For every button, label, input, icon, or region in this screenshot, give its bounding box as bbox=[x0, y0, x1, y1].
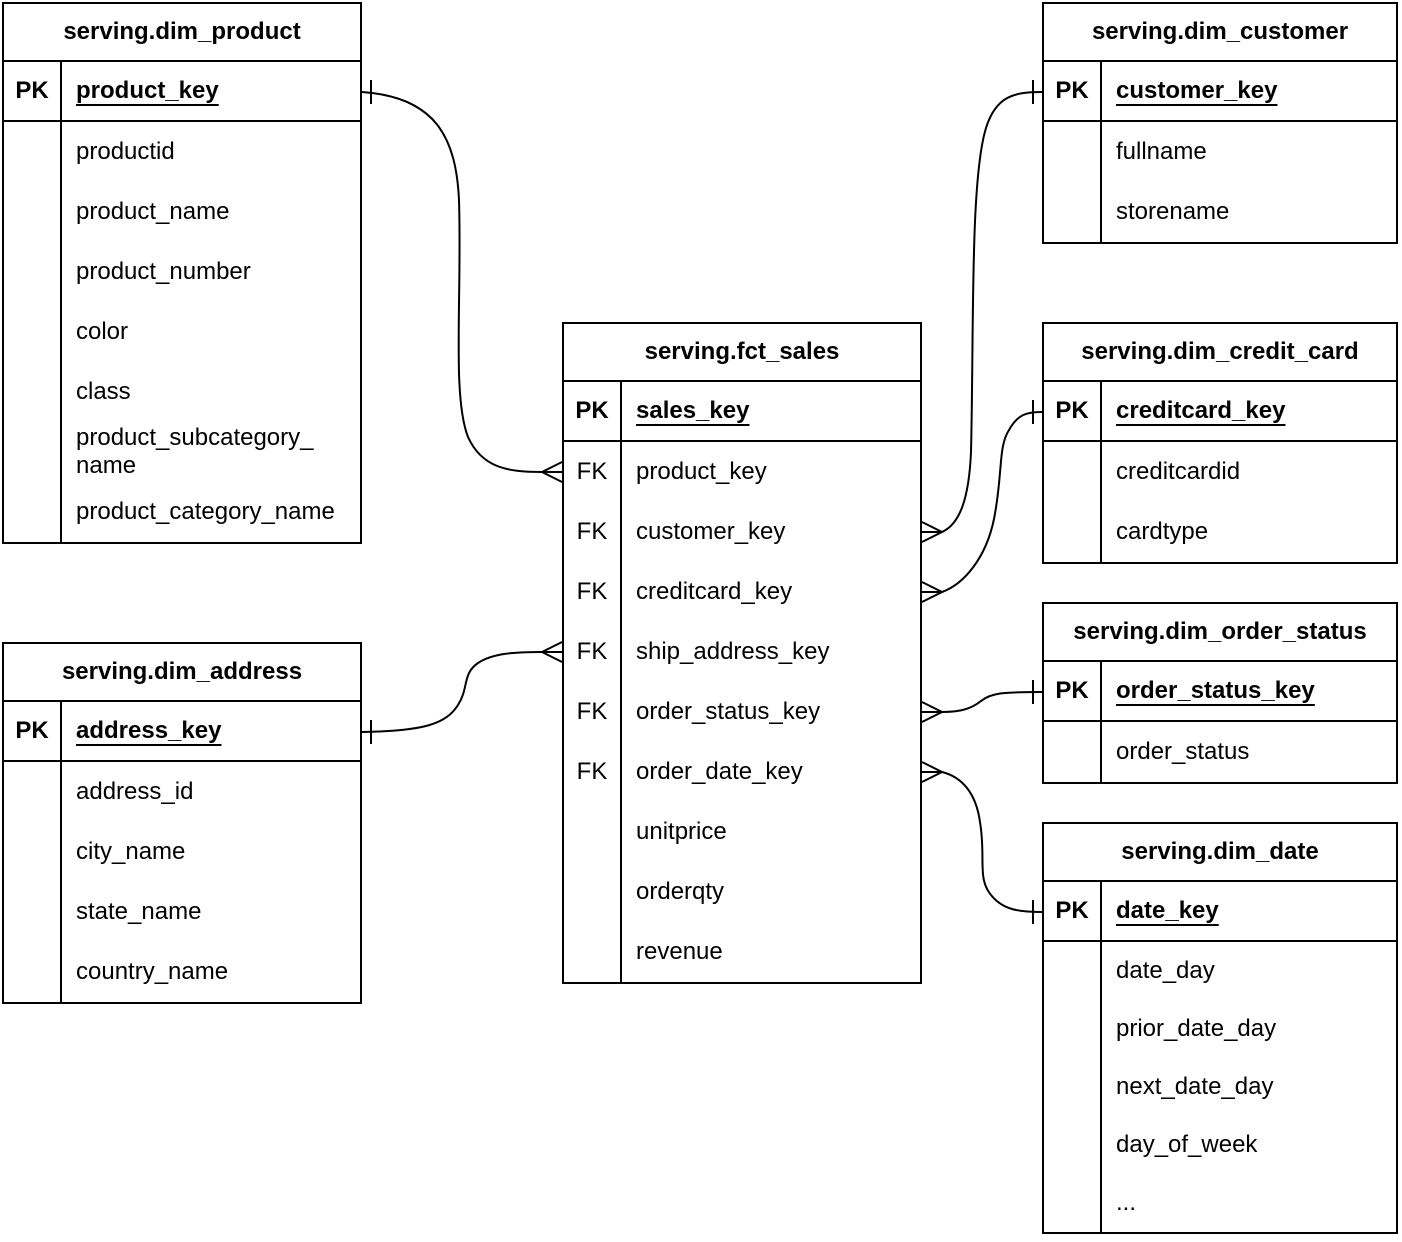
fk-tag: FK bbox=[576, 578, 608, 605]
pk-tag: PK bbox=[4, 62, 62, 120]
pk-tag: PK bbox=[1044, 62, 1102, 120]
table-title: serving.dim_credit_card bbox=[1044, 324, 1396, 382]
pk-tag: PK bbox=[1044, 882, 1102, 940]
fk-tag: FK bbox=[576, 758, 608, 785]
pk-row: PK date_key bbox=[1044, 882, 1396, 942]
table-title: serving.dim_customer bbox=[1044, 4, 1396, 62]
pk-row: PK product_key bbox=[4, 62, 360, 122]
column-prior-date-day: prior_date_day bbox=[1116, 1015, 1277, 1042]
column-product-name: product_name bbox=[76, 198, 230, 225]
column-state-name: state_name bbox=[76, 898, 202, 925]
fk-tag: FK bbox=[576, 638, 608, 665]
column-orderqty: orderqty bbox=[636, 878, 725, 905]
column-productid: productid bbox=[76, 138, 175, 165]
crow-foot-many-icon bbox=[921, 521, 945, 543]
column-storename: storename bbox=[1116, 198, 1230, 225]
table-title: serving.dim_address bbox=[4, 644, 360, 702]
column-revenue: revenue bbox=[636, 938, 723, 965]
column-order-status-key: order_status_key bbox=[636, 698, 821, 725]
relationship-order-date-key bbox=[921, 761, 1043, 924]
pk-column-name: order_status_key bbox=[1116, 677, 1315, 704]
relationship-line bbox=[361, 651, 543, 733]
column-address-id: address_id bbox=[76, 778, 194, 805]
column-unitprice: unitprice bbox=[636, 818, 727, 845]
column-date-day: date_day bbox=[1116, 957, 1215, 984]
key-tag-column: FK FK FK FK FK FK bbox=[564, 442, 622, 982]
column-product-subcategory-name: product_subcategory_name bbox=[76, 424, 314, 479]
pk-column-name: product_key bbox=[76, 77, 219, 104]
column-order-status: order_status bbox=[1116, 738, 1250, 765]
pk-tag: PK bbox=[4, 702, 62, 760]
crow-foot-many-icon bbox=[539, 461, 563, 483]
relationship-line bbox=[941, 771, 1043, 913]
table-title: serving.dim_product bbox=[4, 4, 360, 62]
table-title: serving.fct_sales bbox=[564, 324, 920, 382]
entity-dim-address: serving.dim_address PK address_key addre… bbox=[2, 642, 362, 1004]
fk-tag: FK bbox=[576, 458, 608, 485]
column-next-date-day: next_date_day bbox=[1116, 1073, 1274, 1100]
relationship-customer-key bbox=[921, 80, 1043, 543]
relationship-line bbox=[941, 411, 1043, 593]
column-class: class bbox=[76, 378, 131, 405]
key-tag-column bbox=[4, 122, 62, 542]
fk-tag: FK bbox=[576, 698, 608, 725]
pk-column-name: date_key bbox=[1116, 897, 1219, 924]
column-customer-key: customer_key bbox=[636, 518, 786, 545]
column-cardtype: cardtype bbox=[1116, 518, 1209, 545]
column-product-category-name: product_category_name bbox=[76, 498, 335, 525]
pk-column-name: customer_key bbox=[1116, 77, 1278, 104]
entity-fct-sales: serving.fct_sales PK sales_key FK FK FK … bbox=[562, 322, 922, 984]
entity-dim-credit-card: serving.dim_credit_card PK creditcard_ke… bbox=[1042, 322, 1398, 564]
fk-tag: FK bbox=[576, 518, 608, 545]
column-creditcard-key: creditcard_key bbox=[636, 578, 793, 605]
column-order-date-key: order_date_key bbox=[636, 758, 803, 785]
pk-row: PK customer_key bbox=[1044, 62, 1396, 122]
relationship-line bbox=[941, 91, 1043, 533]
table-title: serving.dim_date bbox=[1044, 824, 1396, 882]
table-title: serving.dim_order_status bbox=[1044, 604, 1396, 662]
pk-row: PK sales_key bbox=[564, 382, 920, 442]
pk-tag: PK bbox=[564, 382, 622, 440]
entity-dim-date: serving.dim_date PK date_key date_day pr… bbox=[1042, 822, 1398, 1234]
column-day-of-week: day_of_week bbox=[1116, 1131, 1258, 1158]
key-tag-column bbox=[1044, 442, 1102, 562]
column-product-key: product_key bbox=[636, 458, 767, 485]
relationship-line bbox=[361, 91, 543, 473]
key-tag-column bbox=[1044, 122, 1102, 242]
relationship-product-key bbox=[361, 80, 563, 483]
crow-foot-many-icon bbox=[921, 761, 945, 783]
relationship-ship-address-key bbox=[361, 641, 563, 744]
key-tag-column bbox=[1044, 942, 1102, 1232]
entity-dim-customer: serving.dim_customer PK customer_key ful… bbox=[1042, 2, 1398, 244]
pk-column-name: sales_key bbox=[636, 397, 750, 424]
entity-dim-product: serving.dim_product PK product_key produ… bbox=[2, 2, 362, 544]
entity-dim-order-status: serving.dim_order_status PK order_status… bbox=[1042, 602, 1398, 784]
column-country-name: country_name bbox=[76, 958, 229, 985]
column-product-number: product_number bbox=[76, 258, 251, 285]
pk-row: PK address_key bbox=[4, 702, 360, 762]
column-city-name: city_name bbox=[76, 838, 186, 865]
crow-foot-many-icon bbox=[539, 641, 563, 663]
key-tag-column bbox=[4, 762, 62, 1002]
column-fullname: fullname bbox=[1116, 138, 1207, 165]
key-tag-column bbox=[1044, 722, 1102, 782]
relationship-creditcard-key bbox=[921, 400, 1043, 603]
crow-foot-many-icon bbox=[921, 581, 945, 603]
relationship-order-status-key bbox=[921, 680, 1043, 723]
crow-foot-many-icon bbox=[921, 701, 945, 723]
pk-row: PK creditcard_key bbox=[1044, 382, 1396, 442]
column-color: color bbox=[76, 318, 129, 345]
pk-row: PK order_status_key bbox=[1044, 662, 1396, 722]
pk-column-name: address_key bbox=[76, 717, 222, 744]
column-creditcardid: creditcardid bbox=[1116, 458, 1241, 485]
pk-column-name: creditcard_key bbox=[1116, 397, 1286, 424]
relationship-line bbox=[941, 691, 1043, 713]
pk-tag: PK bbox=[1044, 662, 1102, 720]
column-ship-address-key: ship_address_key bbox=[636, 638, 830, 665]
pk-tag: PK bbox=[1044, 382, 1102, 440]
column-ellipsis: ... bbox=[1116, 1189, 1137, 1216]
